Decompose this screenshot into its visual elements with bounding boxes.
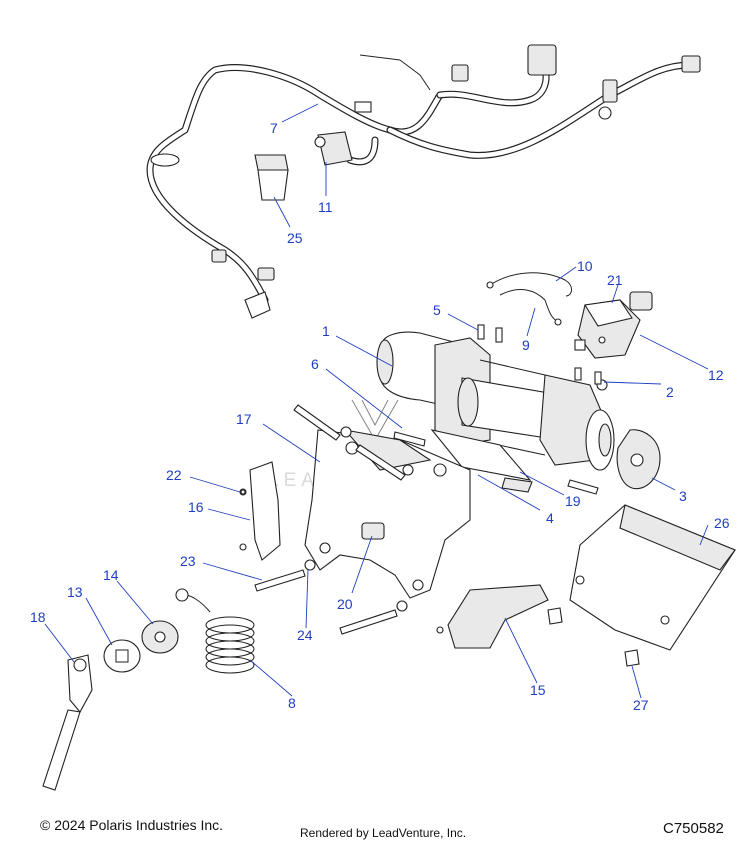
rope-8[interactable] (175, 588, 255, 674)
callout-20: 20 (337, 596, 353, 612)
copyright-text: © 2024 Polaris Industries Inc. (40, 817, 224, 833)
callout-8: 8 (288, 695, 296, 711)
callout-11: 11 (318, 199, 333, 215)
stopper-14[interactable] (141, 620, 179, 654)
plate-4[interactable] (430, 429, 533, 493)
bolts-5[interactable] (477, 324, 602, 385)
callout-10: 10 (577, 258, 593, 274)
callout-18: 18 (30, 609, 46, 625)
bracket-17[interactable] (304, 429, 471, 599)
bolt-6[interactable] (393, 431, 426, 447)
callout-22: 22 (166, 467, 182, 483)
callout-15: 15 (530, 682, 546, 698)
callout-1: 1 (322, 323, 330, 339)
callout-16: 16 (188, 499, 204, 515)
rendered-by-text: Rendered by LeadVenture, Inc. (300, 826, 467, 840)
bolts-long[interactable] (254, 404, 414, 635)
leader-lines (44, 103, 709, 699)
callout-27: 27 (633, 697, 649, 713)
callout-24: 24 (297, 627, 313, 643)
shield-15[interactable] (436, 584, 549, 649)
callout-12: 12 (708, 367, 724, 383)
cover-3[interactable] (616, 429, 661, 490)
callout-19: 19 (565, 493, 581, 509)
callout-5: 5 (433, 302, 441, 318)
guard-26[interactable] (569, 504, 736, 651)
callout-3: 3 (679, 488, 687, 504)
switch-25[interactable] (254, 154, 289, 201)
callout-21: 21 (607, 272, 623, 288)
callout-17: 17 (236, 411, 252, 427)
screws-22[interactable] (240, 489, 246, 495)
shield-16[interactable] (239, 461, 281, 561)
callout-25: 25 (287, 230, 303, 246)
callout-26: 26 (714, 515, 730, 531)
callout-2: 2 (666, 384, 674, 400)
bolt-19[interactable] (567, 479, 599, 495)
callout-4: 4 (546, 510, 554, 526)
connector-11[interactable] (314, 131, 353, 166)
callout-14: 14 (103, 567, 119, 583)
winch-1[interactable] (376, 331, 615, 471)
wiring-harness[interactable] (146, 44, 701, 319)
callout-23: 23 (180, 553, 196, 569)
bolts-27[interactable] (547, 607, 640, 667)
hook-strap-18[interactable] (42, 654, 93, 791)
callout-13: 13 (67, 584, 83, 600)
callout-9: 9 (522, 337, 530, 353)
contactor-12[interactable] (574, 291, 653, 391)
callout-6: 6 (311, 356, 319, 372)
diagram-code: C750582 (663, 820, 724, 837)
stopper-13[interactable] (103, 639, 141, 673)
callout-labels: 7 11 25 10 21 5 9 1 6 12 2 17 3 22 16 19… (30, 120, 730, 713)
callout-7: 7 (270, 120, 278, 136)
battery-cables[interactable] (486, 272, 572, 326)
